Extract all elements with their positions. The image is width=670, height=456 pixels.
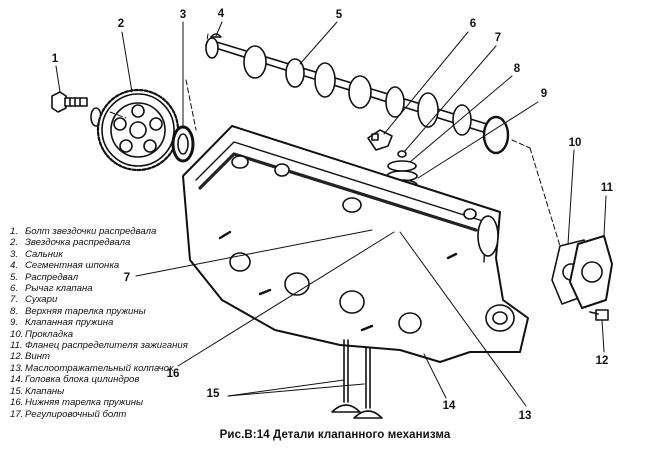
legend-item: 1.Болт звездочки распредвала [10, 226, 157, 237]
callout-13: 13 [518, 410, 532, 422]
legend-item: 4.Сегментная шпонка [10, 260, 120, 272]
figure-caption: Рис.В:14 Детали клапанного механизма [219, 429, 451, 441]
callout-1: 1 [51, 53, 59, 65]
callout-10: 10 [568, 137, 582, 149]
cylinder-head [182, 125, 529, 363]
legend-item: 9.Клапанная пружина [10, 317, 114, 329]
callout-7-left: 7 [123, 272, 131, 284]
legend-item: 2.Звездочка распредвала [10, 237, 131, 249]
legend-item: 12.Винт [10, 351, 51, 363]
legend-item: 17.Регулировочный болт [10, 408, 127, 420]
sprocket-bolt [51, 91, 102, 127]
legend-item: 8.Верхняя тарелка пружины [10, 305, 146, 317]
callout-3: 3 [179, 9, 187, 21]
distributor-flange [569, 235, 613, 309]
callout-12: 12 [595, 355, 609, 367]
callout-7-top: 7 [494, 32, 502, 44]
legend-item: 16.Нижняя тарелка пружины [10, 397, 144, 409]
screw [589, 309, 609, 321]
callout-15: 15 [206, 388, 220, 400]
legend-item: 10.Прокладка [10, 328, 74, 340]
callout-16: 16 [166, 368, 180, 380]
callout-8: 8 [513, 63, 521, 75]
callout-5: 5 [335, 9, 343, 21]
legend-item: 5.Распредвал [10, 271, 79, 283]
callout-11: 11 [600, 182, 614, 194]
legend-item: 14.Головка блока цилиндров [10, 374, 140, 386]
assembly-lines [109, 33, 561, 247]
legend-item: 3.Сальник [10, 248, 63, 260]
callout-4: 4 [217, 8, 225, 20]
camshaft [205, 37, 510, 155]
callout-14: 14 [442, 400, 456, 412]
camshaft-sprocket [96, 88, 180, 172]
legend-item: 15.Клапаны [10, 385, 65, 397]
leader-lines [55, 21, 607, 407]
oil-seal [171, 125, 195, 163]
parts-legend: 1.Болт звездочки распредвала 2.Звездочка… [10, 226, 220, 420]
legend-item: 13.Маслоотражательный колпачок [10, 362, 174, 374]
valves [331, 339, 383, 419]
legend-item: 11.Фланец распределителя зажигания [10, 340, 188, 352]
legend-item: 6.Рычаг клапана [10, 283, 93, 295]
rocker-arm [367, 129, 393, 151]
callout-9: 9 [540, 88, 548, 100]
legend-item: 7.Сухари [10, 294, 58, 306]
callout-6: 6 [469, 18, 477, 30]
callout-2: 2 [117, 18, 125, 30]
